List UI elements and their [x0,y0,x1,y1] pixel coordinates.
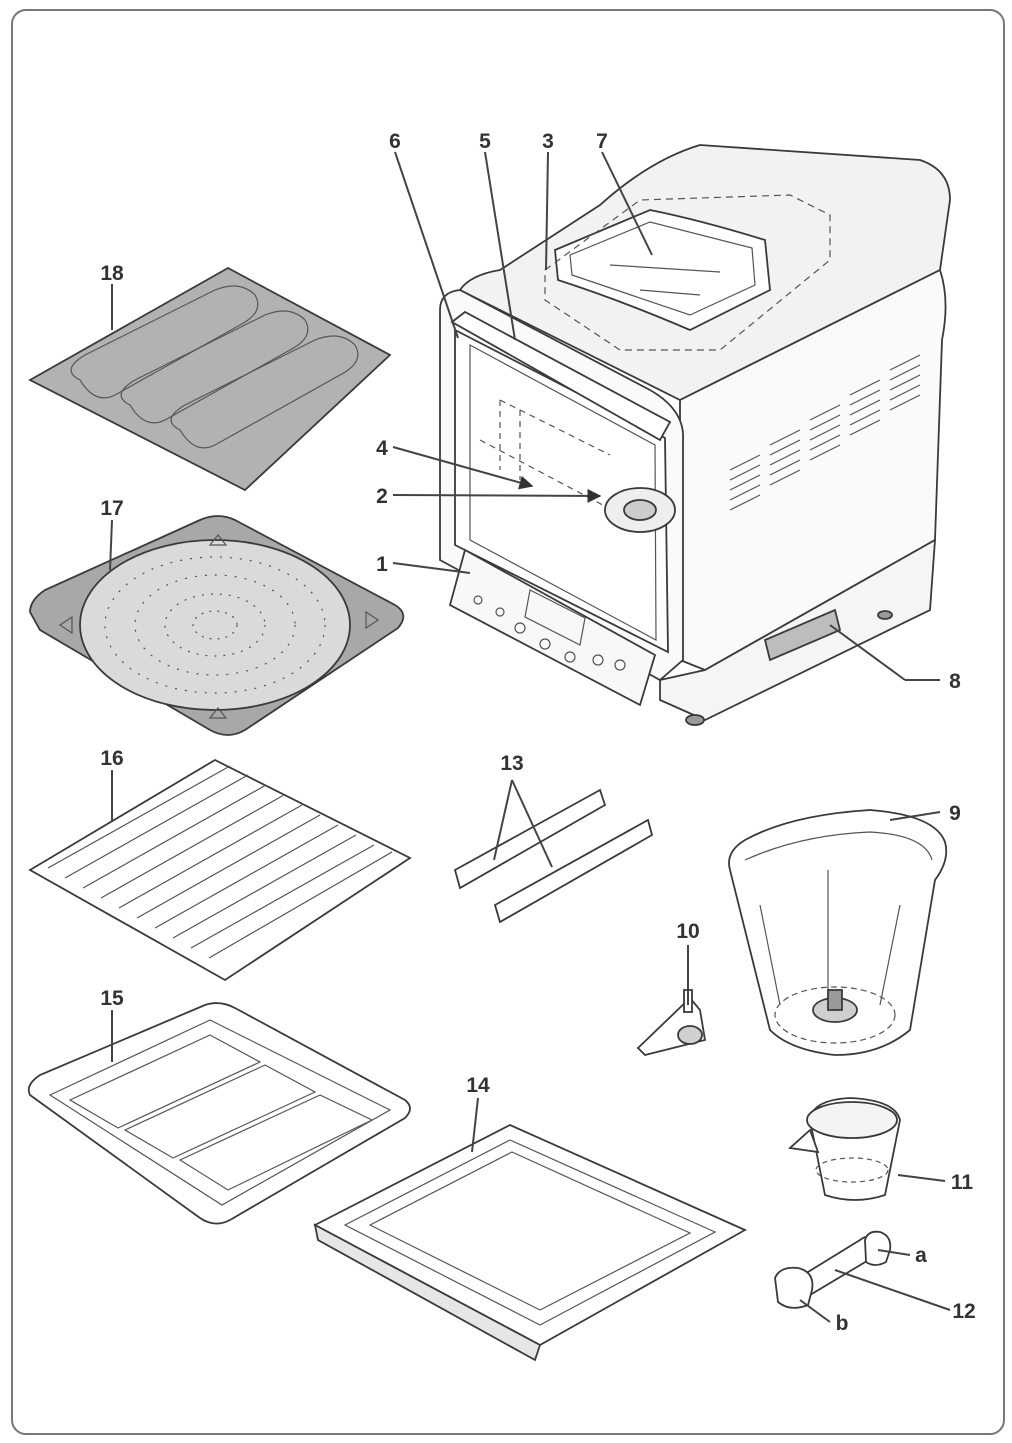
part-9-bread-pan [728,809,948,1056]
label-8: 8 [949,670,961,693]
label-18: 18 [100,262,124,285]
part-17-steam-plate [29,515,405,736]
label-b: b [836,1312,849,1335]
label-16: 16 [100,747,123,770]
label-9: 9 [949,802,961,825]
label-2: 2 [376,485,388,508]
label-13: 13 [500,752,523,775]
label-10: 10 [676,920,699,943]
leader-lines [109,151,951,1323]
part-14-crumb-tray [313,1124,748,1362]
label-6: 6 [389,130,401,153]
part-11-measuring-cup [787,1097,901,1201]
label-14: 14 [466,1074,490,1097]
label-4: 4 [376,437,388,460]
side-vents [729,354,921,511]
label-12: 12 [952,1300,975,1323]
part-10-kneading-paddle [636,989,707,1056]
part-18-baguette-tray [28,266,392,492]
part-15-roasting-pan [27,1002,411,1225]
label-a: a [915,1244,927,1267]
part-16-wire-rack [28,758,412,982]
diagram-frame [11,9,1005,1435]
label-1: 1 [376,553,388,576]
callout-labels: 6 5 3 7 4 2 1 8 9 10 11 a 12 b 13 14 15 … [100,130,975,1335]
oven-appliance [439,144,951,726]
part-12-measuring-spoon [774,1230,892,1309]
label-11: 11 [951,1171,974,1194]
label-5: 5 [479,130,491,153]
label-17: 17 [100,497,123,520]
label-7: 7 [596,130,608,153]
part-13-rack-rails [453,788,654,924]
label-15: 15 [100,987,124,1010]
label-3: 3 [542,130,554,153]
